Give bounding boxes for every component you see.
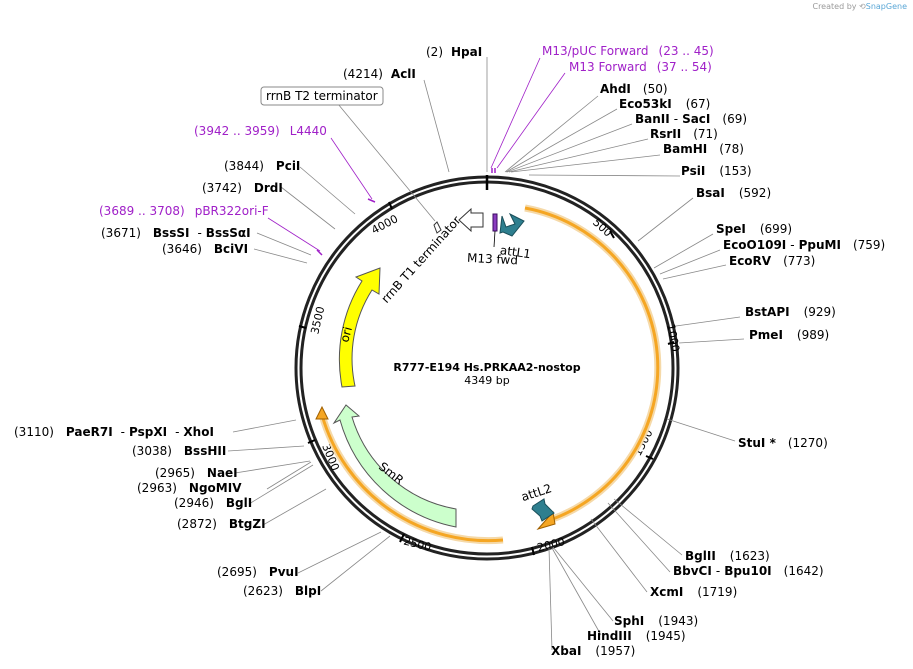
svg-text:4000: 4000 [369, 212, 400, 237]
orf-arrow-head [536, 510, 556, 530]
enzyme-bsshii: (3038)BssHII [132, 444, 226, 458]
plasmid-name: R777-E194 Hs.PRKAA2-nostop [393, 361, 580, 374]
enzyme-naei: (2965)NaeI [155, 466, 238, 480]
enzyme-bglii: BglII(1623) [685, 549, 770, 563]
enzyme-bgli: (2946)BglI [174, 496, 252, 510]
enzyme-drdi: (3742)DrdI [202, 181, 283, 195]
ori-arrow [338, 267, 381, 388]
enzyme-blpi: (2623)BlpI [243, 584, 321, 598]
primer-m13-fwd: M13 Forward(37 .. 54) [569, 60, 712, 74]
snapgene-logo-icon: ⟲ [859, 2, 866, 11]
svg-text:2500: 2500 [402, 535, 432, 554]
enzyme-paer7i-pspxi-xhoi: (3110)PaeR7I-PspXI-XhoI [14, 425, 214, 439]
svg-text:2000: 2000 [536, 535, 566, 554]
rrnb-t2-leader [337, 103, 436, 222]
enzyme-bstapi: BstAPI(929) [745, 305, 836, 319]
svg-text:1000: 1000 [664, 323, 682, 353]
enzyme-leaders [227, 57, 745, 651]
enzyme-hindiii: HindIII(1945) [587, 629, 686, 643]
enzyme-pmei: PmeI(989) [749, 328, 829, 342]
enzyme-bcivi: (3646)BciVI [162, 242, 248, 256]
enzyme-ecorv: EcoRV(773) [729, 254, 815, 268]
smr-orf-line [320, 414, 504, 543]
enzyme-bamhi: BamHI(78) [663, 142, 744, 156]
enzyme-banii-saci: BanII-SacI(69) [635, 112, 747, 126]
m13-fwd-leader [493, 230, 496, 248]
smr-orf-head [315, 405, 329, 420]
enzyme-spei: SpeI(699) [716, 222, 792, 236]
credit-prefix: Created by [812, 2, 857, 11]
ori-label: ori [337, 325, 355, 344]
smr-arrow [332, 404, 457, 528]
tick-2500: 2500 [399, 533, 433, 554]
primer-markers [316, 168, 496, 256]
credit-brand: SnapGene [865, 2, 907, 11]
orf-arrow [524, 206, 660, 522]
plasmid-size: 4349 bp [464, 374, 509, 387]
m13-fwd-label: M13 fwd [467, 251, 519, 268]
primer-m13puc-fwd: M13/pUC Forward(23 .. 45) [542, 44, 714, 58]
primer-l4440: (3942 .. 3959)L4440 [194, 124, 327, 138]
rrnb-t2-label: rrnB T2 terminator [266, 89, 378, 103]
enzyme-bbvci-bpu10i: BbvCI-Bpu10I(1642) [673, 564, 824, 578]
tick-1000: 1000 [664, 323, 682, 353]
attl1-arrow [499, 212, 525, 237]
enzyme-hpai: (2)HpaI [426, 45, 482, 59]
enzyme-ecoo109i-ppumi: EcoO109I-PpuMI(759) [723, 238, 885, 252]
rrnb-t2-arrow [433, 221, 442, 234]
attl2-label: attL2 [519, 481, 553, 504]
enzyme-pcii: (3844)PciI [224, 159, 300, 173]
primer-leaders [267, 57, 566, 252]
attl2-arrow [531, 498, 555, 522]
enzyme-xbai: XbaI(1957) [551, 644, 635, 658]
attl1-label: attL1 [499, 243, 532, 261]
enzyme-psii: PsiI(153) [681, 164, 752, 178]
tick-3500: 3500 [298, 305, 327, 335]
enzyme-stui: StuI *(1270) [738, 436, 828, 450]
enzyme-btgzi: (2872)BtgZI [177, 517, 266, 531]
svg-text:3500: 3500 [308, 305, 327, 335]
enzyme-sphi: SphI(1943) [614, 614, 698, 628]
rrnb-t1-arrow [458, 207, 484, 233]
enzyme-acli: (4214)AclI [343, 67, 416, 81]
enzyme-bsssi-bsssai: (3671)BssSI-BssSαI [101, 226, 251, 240]
enzyme-pvui: (2695)PvuI [217, 565, 299, 579]
enzyme-ngomiv: (2963)NgoMIV [137, 481, 242, 495]
enzyme-xcmi: XcmI(1719) [650, 585, 737, 599]
enzyme-ahdi: AhdI(50) [600, 82, 668, 96]
enzyme-rsrii: RsrII(71) [650, 127, 718, 141]
snapgene-credit: Created by ⟲SnapGene [812, 2, 907, 11]
m13-fwd-marker [492, 213, 498, 232]
enzyme-eco53ki: Eco53kI(67) [619, 97, 710, 111]
primer-pbr322ori-f: (3689 .. 3708)pBR322ori-F [99, 204, 269, 218]
rrnb-t2-box [260, 86, 384, 106]
enzyme-bsai: BsaI(592) [696, 186, 771, 200]
